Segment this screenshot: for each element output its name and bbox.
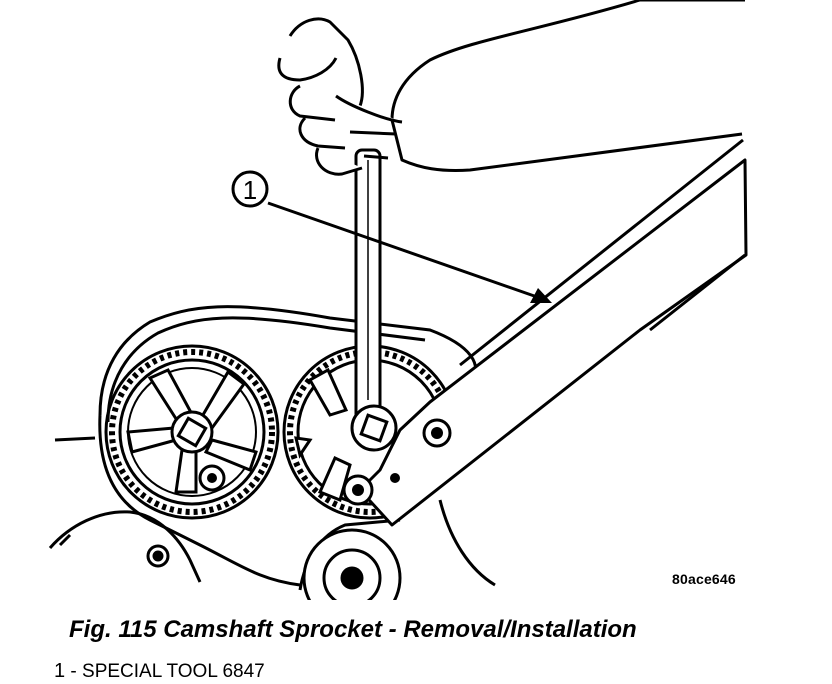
legend-label: SPECIAL TOOL 6847 <box>82 661 265 682</box>
special-tool-6847 <box>342 138 748 527</box>
wrench <box>350 148 398 452</box>
callout-number: 1 <box>243 175 257 205</box>
legend-item: 1 - SPECIAL TOOL 6847 <box>54 660 265 683</box>
callout-1: 1 <box>231 170 552 303</box>
figure-caption: Fig. 115 Camshaft Sprocket - Removal/Ins… <box>69 616 637 643</box>
hand <box>277 0 745 176</box>
lower-pulleys <box>146 528 402 600</box>
left-camshaft-sprocket <box>104 344 280 520</box>
legend-separator: - <box>65 661 83 682</box>
image-code: 80ace646 <box>672 571 736 587</box>
camshaft-sprocket-illustration: 1 <box>48 0 748 600</box>
timing-cover-outline <box>48 305 496 591</box>
legend-number: 1 <box>54 660 66 682</box>
